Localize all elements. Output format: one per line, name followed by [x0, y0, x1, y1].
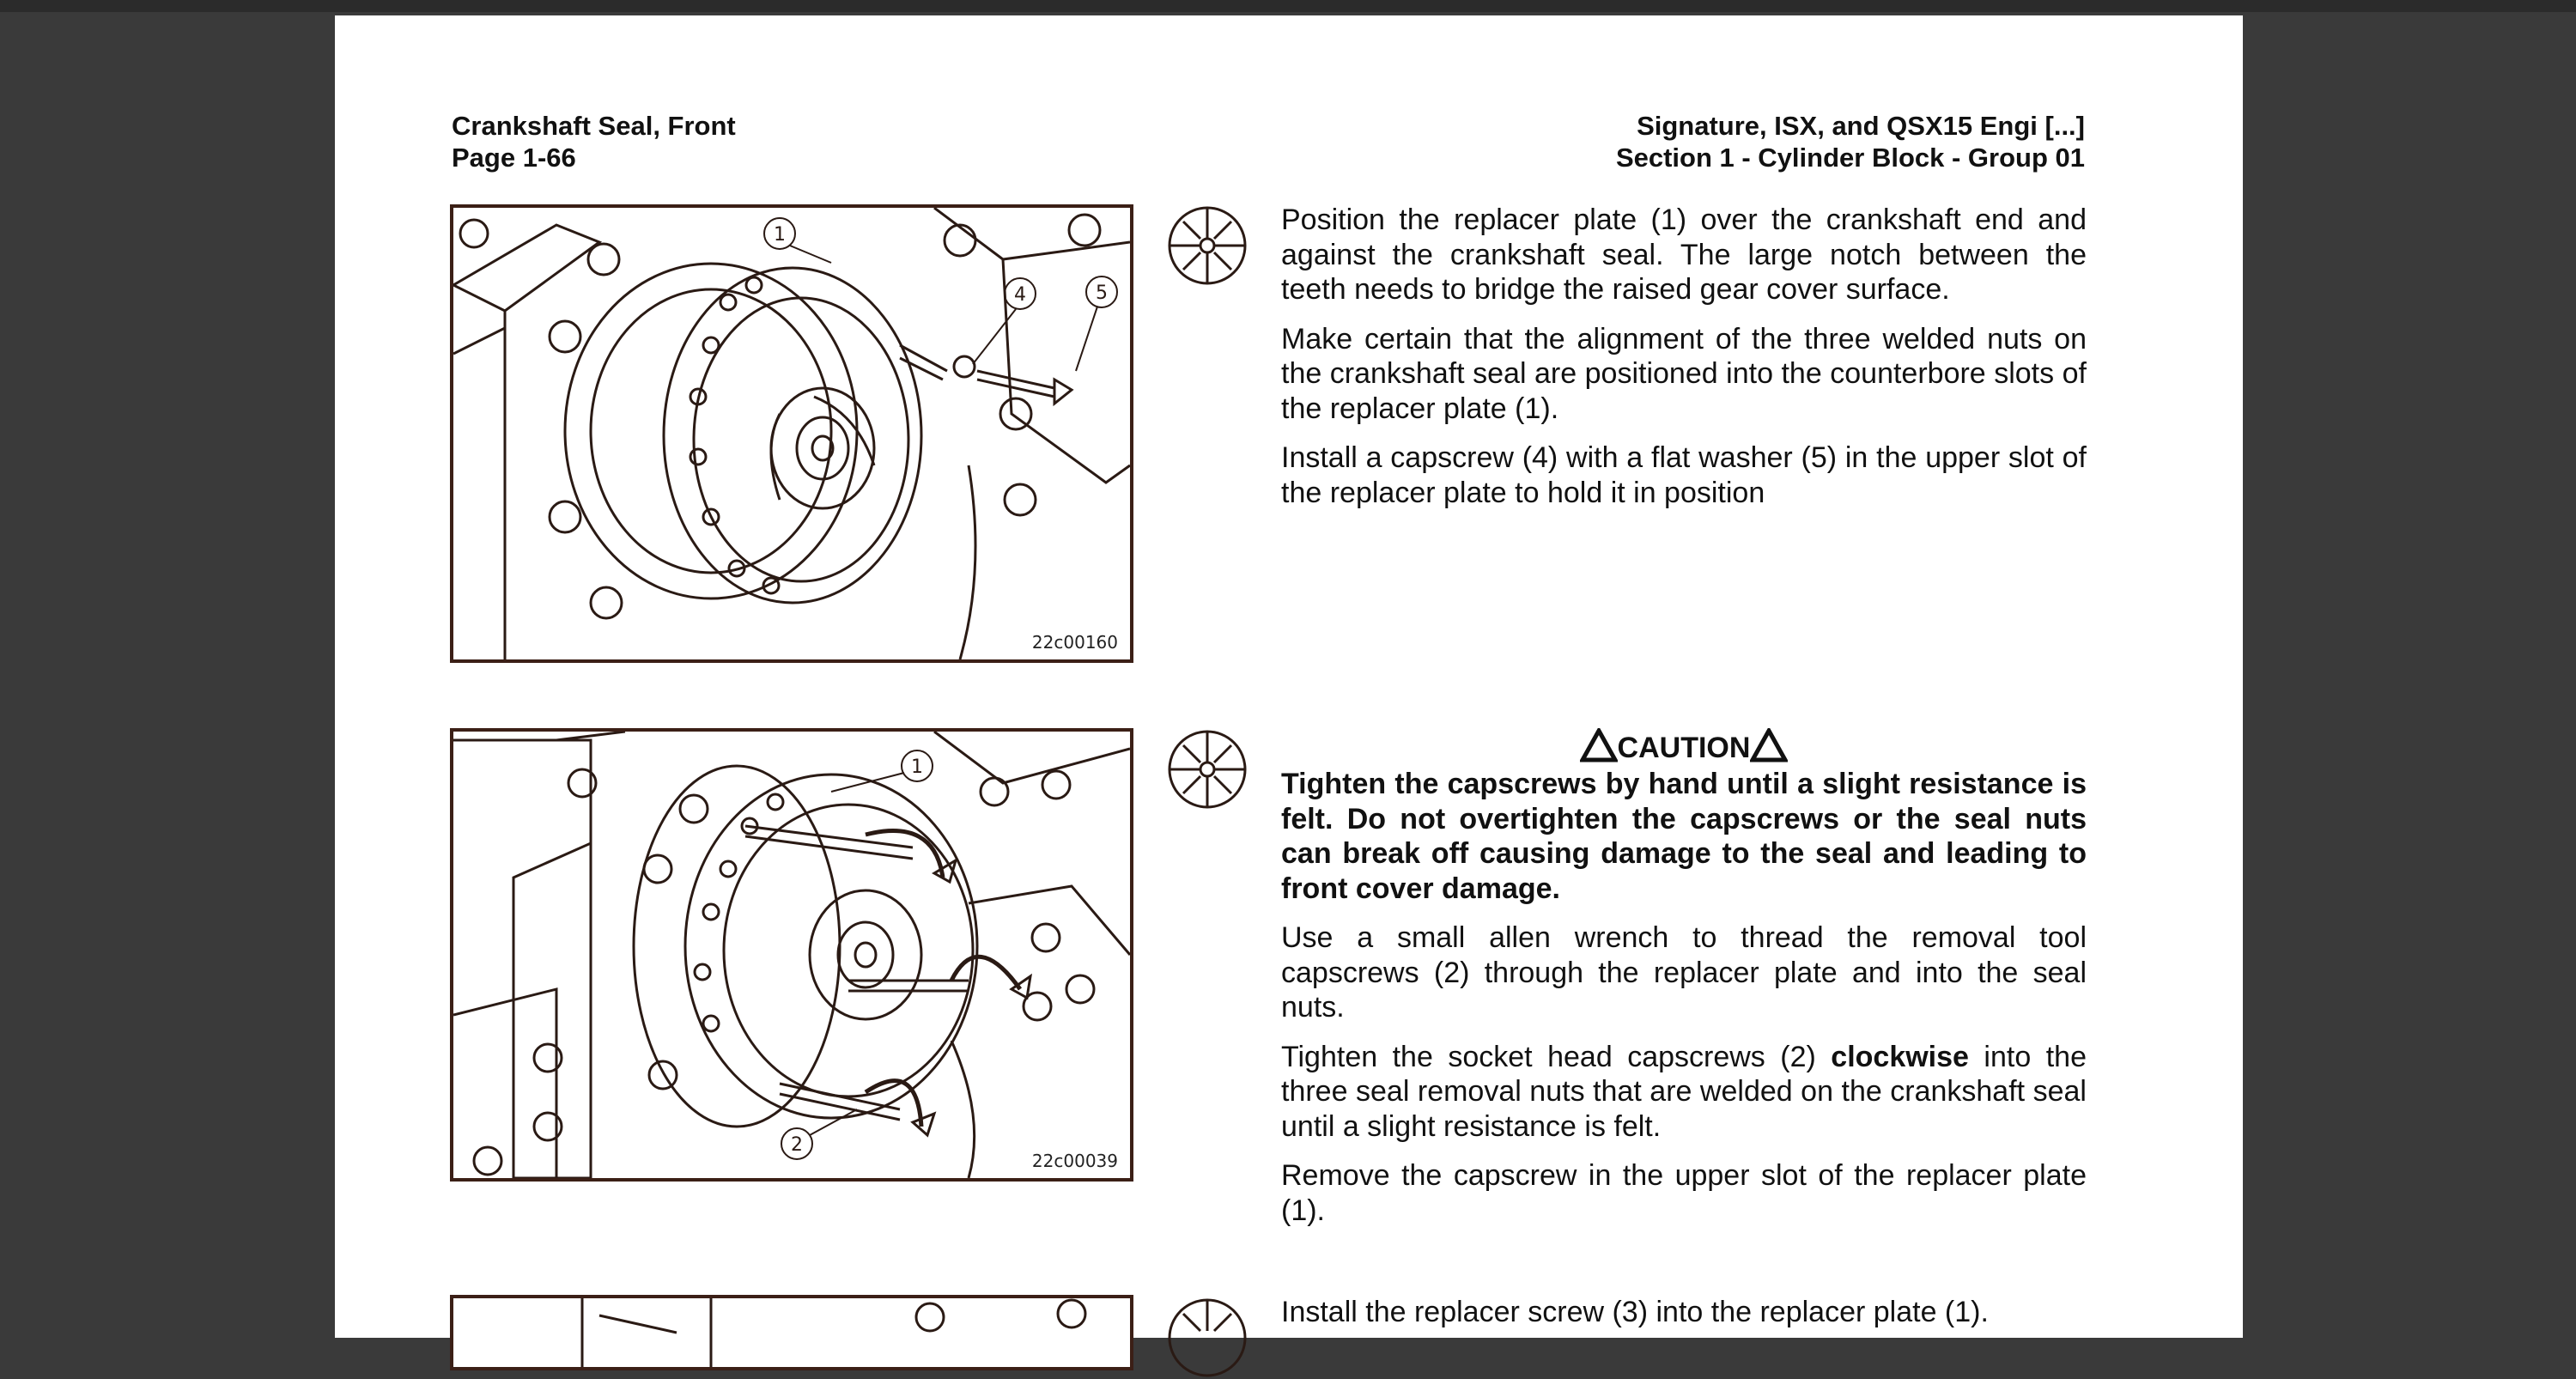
callout-1: 1: [911, 756, 923, 778]
manual-title: Signature, ISX, and QSX15 Engi [...]: [1637, 111, 2085, 141]
step2-para-2: Tighten the socket head capscrews (2) cl…: [1281, 1040, 2087, 1145]
step3-text: Install the replacer screw (3) into the …: [1281, 1295, 2087, 1345]
step1-para-2: Make certain that the alignment of the t…: [1281, 322, 2087, 425]
caution-text: Tighten the capscrews by hand until a sl…: [1281, 768, 2087, 905]
crankshaft-illustration-2: 1 2: [453, 732, 1130, 1178]
section-label: Section 1 - Cylinder Block - Group 01: [1615, 143, 2085, 173]
step2-para-1: Use a small allen wrench to thread the r…: [1281, 921, 2087, 1024]
step2-para-3: Remove the capscrew in the upper slot of…: [1281, 1159, 2087, 1227]
viewer-top-bar: [0, 0, 2576, 12]
para2-text-start: Tighten the socket head capscrews (2): [1281, 1040, 1832, 1073]
document-page: Crankshaft Seal, Front Page 1-66 Signatu…: [335, 15, 2243, 1377]
step2-text: CAUTION Tighten the capscrews by hand un…: [1281, 728, 2087, 1242]
figure-removal-capscrews: 1 2 22c00039: [450, 728, 1133, 1182]
figure-replacer-plate: 1 4 5 22c00160: [450, 204, 1133, 663]
step3-para-1: Install the replacer screw (3) into the …: [1281, 1296, 1989, 1328]
callout-1: 1: [774, 224, 786, 246]
callout-2: 2: [791, 1134, 803, 1156]
figure-replacer-screw: [450, 1295, 1133, 1370]
tool-wheel-icon: [1168, 1298, 1247, 1377]
header-left: Crankshaft Seal, Front Page 1-66: [452, 110, 736, 173]
section-title: Crankshaft Seal, Front: [452, 111, 736, 141]
figure-code: 22c00039: [1031, 1151, 1118, 1171]
caution-label: CAUTION: [1617, 732, 1751, 764]
page-number: Page 1-66: [452, 143, 576, 173]
tool-wheel-icon: [1168, 730, 1247, 809]
figure-code: 22c00160: [1031, 632, 1118, 653]
step1-para-3: Install a capscrew (4) with a flat washe…: [1281, 441, 2087, 509]
clockwise-emphasis: clockwise: [1831, 1040, 1969, 1073]
warning-triangle-icon: [1750, 728, 1789, 762]
caution-heading: CAUTION: [1281, 728, 2087, 767]
para2-text-end: into the three seal removal nuts that ar…: [1281, 1040, 2087, 1143]
crankshaft-illustration-3: [580, 1298, 1087, 1367]
header-right: Signature, ISX, and QSX15 Engi [...] Sec…: [1616, 110, 2085, 173]
callout-5: 5: [1096, 282, 1108, 304]
step1-text: Position the replacer plate (1) over the…: [1281, 203, 2087, 525]
step1-para-1: Position the replacer plate (1) over the…: [1281, 204, 2087, 306]
warning-triangle-icon: [1579, 728, 1618, 762]
callout-4: 4: [1014, 284, 1026, 306]
tool-wheel-icon: [1168, 206, 1247, 285]
crankshaft-illustration-1: 1 4 5: [453, 208, 1130, 659]
